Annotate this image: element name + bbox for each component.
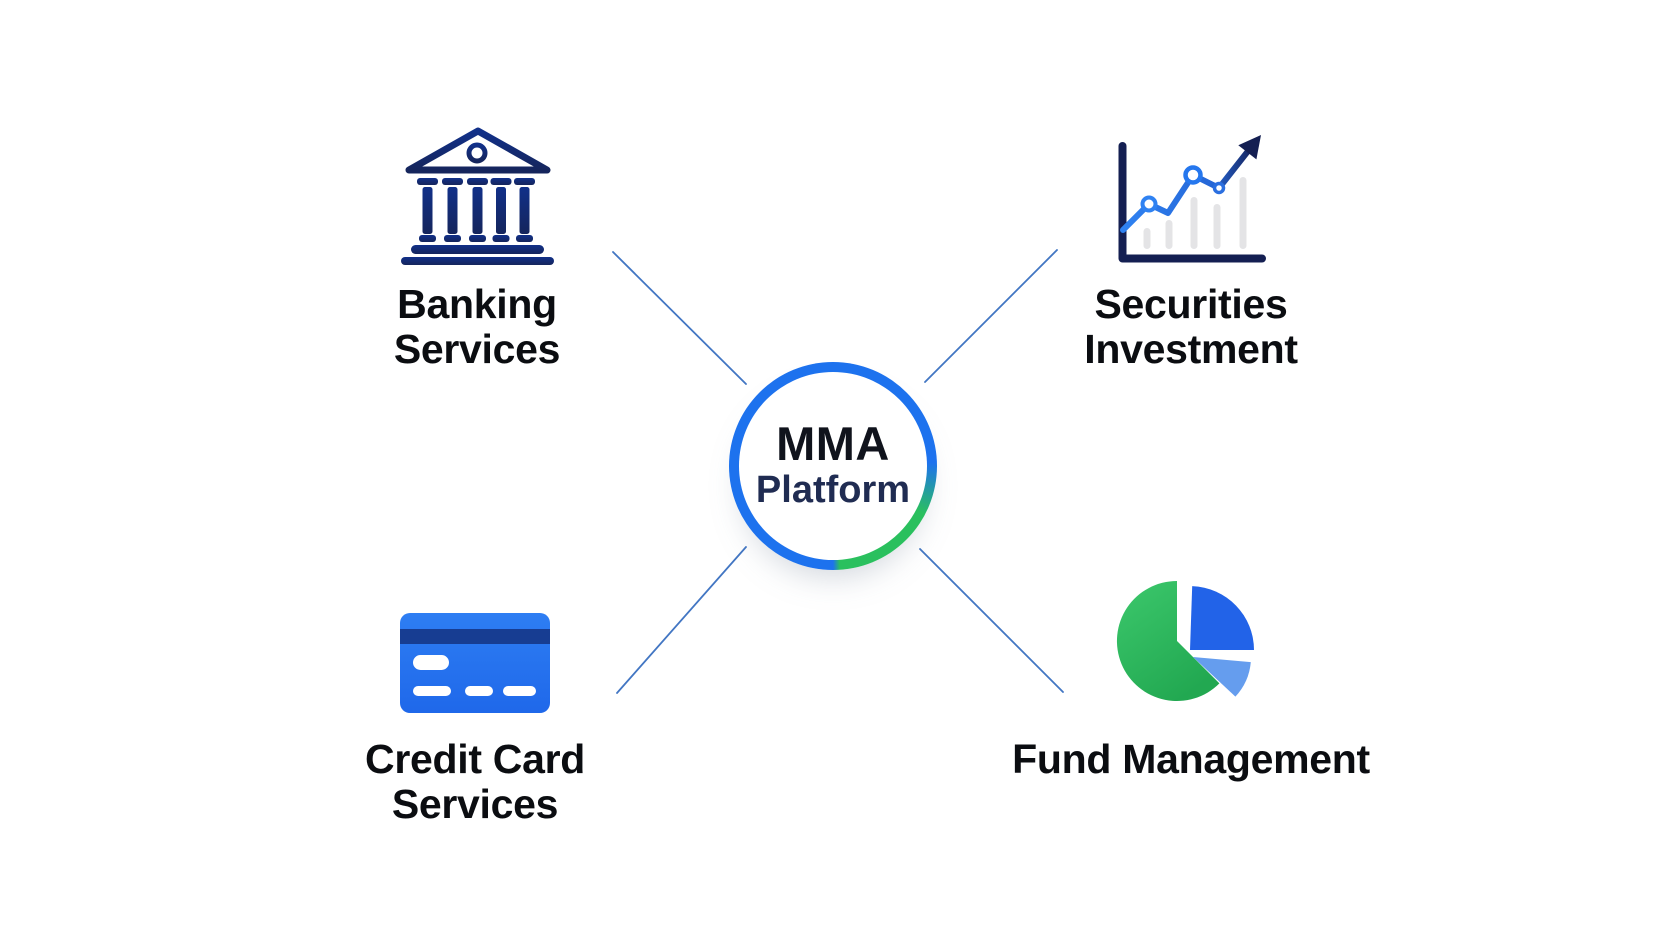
label-securities-investment: Securities Investment — [1084, 281, 1298, 372]
pie-chart-icon — [1116, 581, 1254, 701]
label-banking-services: Banking Services — [393, 281, 561, 372]
connector-bottom-left — [616, 546, 747, 694]
hub-title: MMA — [776, 417, 890, 471]
connector-bottom-right — [919, 548, 1064, 693]
label-fund-management: Fund Management — [1012, 736, 1370, 782]
hub-inner-circle: MMA Platform — [739, 372, 927, 560]
connector-top-left — [612, 251, 747, 385]
credit-card-icon — [400, 613, 550, 713]
bank-building-icon — [401, 127, 554, 265]
hub-subtitle: Platform — [755, 469, 911, 512]
connector-top-right — [924, 249, 1058, 383]
growth-chart-icon — [1118, 135, 1266, 263]
label-credit-card-services: Credit Card Services — [365, 736, 585, 827]
hub-mma-platform: MMA Platform — [729, 362, 937, 570]
